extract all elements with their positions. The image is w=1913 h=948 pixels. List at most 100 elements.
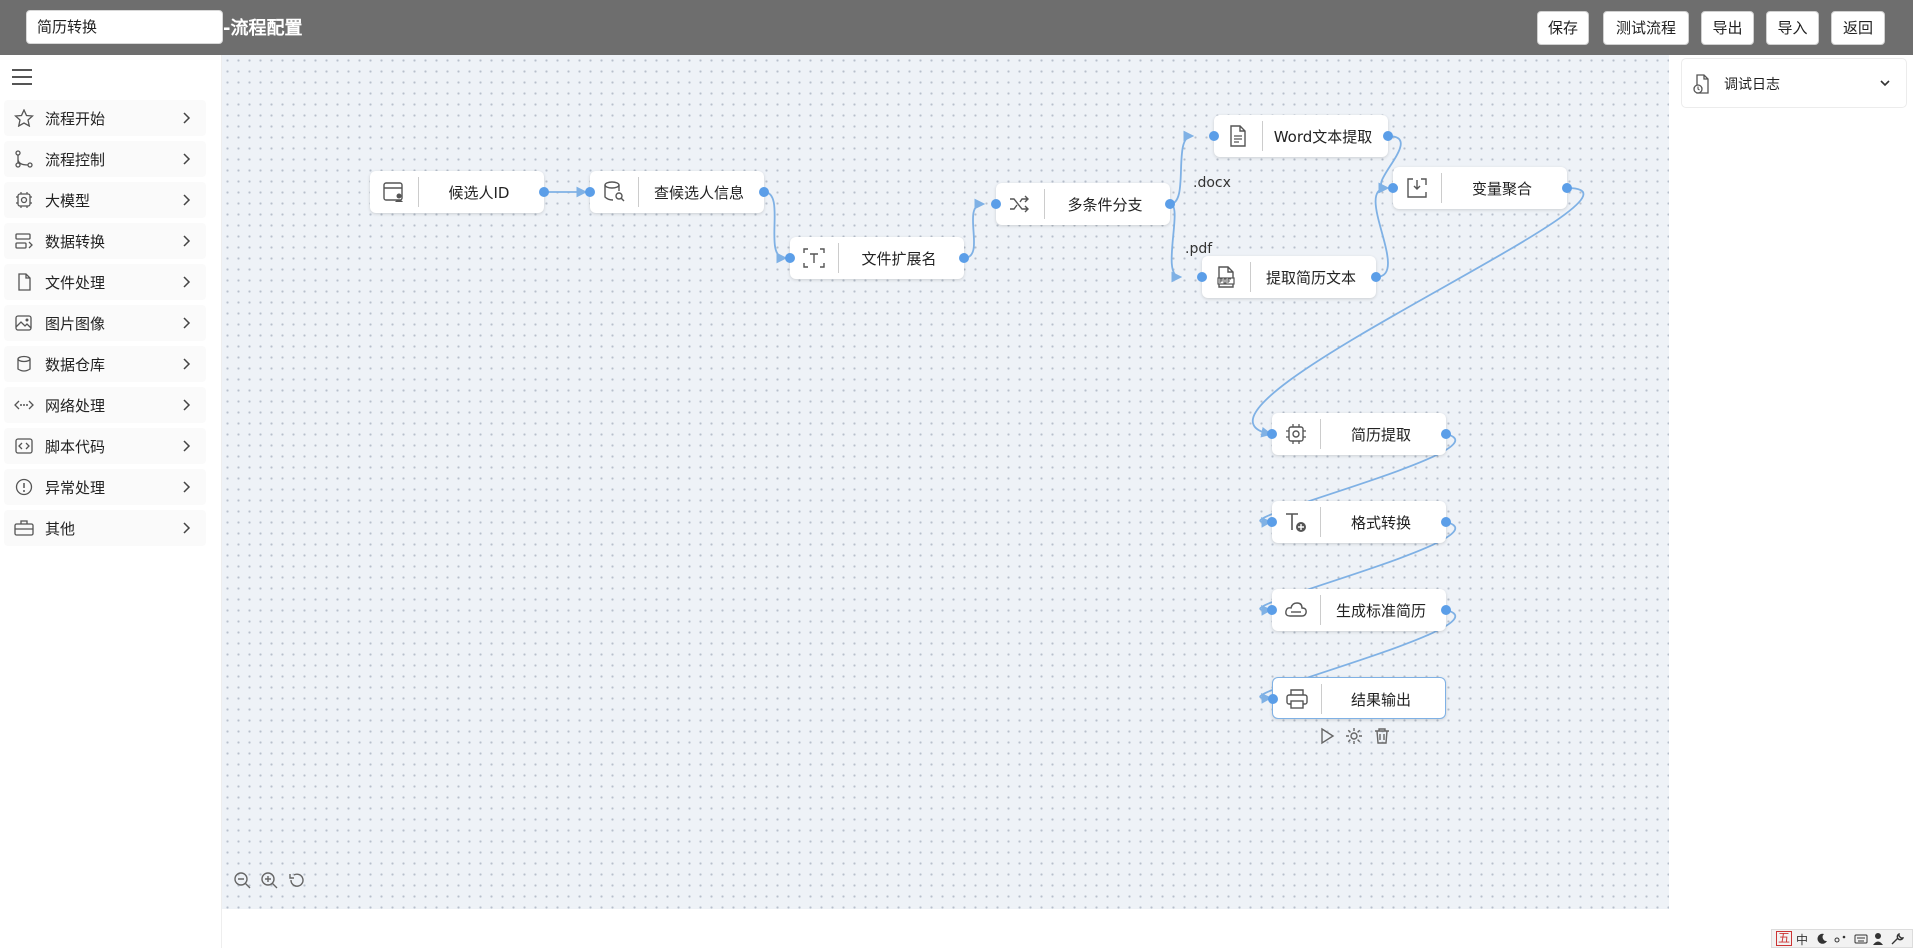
edge-query-to-ext (763, 191, 788, 264)
ime-five-stroke-icon[interactable]: 五 (1776, 931, 1793, 946)
punctuation-icon[interactable] (1834, 935, 1848, 943)
chevron-down-icon[interactable] (1878, 76, 1892, 90)
node-separator (838, 243, 839, 273)
input-port[interactable] (1268, 694, 1278, 704)
ime-chinese-mode-icon[interactable]: 中 (1796, 933, 1809, 947)
text-scan-icon (803, 248, 825, 268)
wrench-icon[interactable] (1890, 933, 1904, 945)
printer-icon (1286, 689, 1308, 709)
chevron-right-icon (183, 235, 191, 247)
node-candidate-id[interactable]: 候选人ID (370, 171, 549, 213)
input-port[interactable] (1267, 605, 1277, 615)
output-port[interactable] (539, 187, 549, 197)
chevron-right-icon (183, 194, 191, 206)
node-generate-resume[interactable]: 生成标准简历 (1267, 589, 1451, 631)
chevron-right-icon (183, 481, 191, 493)
node-separator (638, 177, 639, 207)
input-port[interactable] (1197, 272, 1207, 282)
file-icon (18, 273, 31, 291)
sidebar-item-images[interactable]: 图片图像 (4, 305, 206, 341)
node-resume-extract[interactable]: 简历提取 (1267, 413, 1451, 455)
node-palette-sidebar: 流程开始 流程控制 大模型 数据转换 文件处理 图片图像 数据仓库 网络处理 脚 (0, 55, 222, 948)
node-format-convert[interactable]: 格式转换 (1267, 501, 1451, 543)
zoom-in-icon[interactable] (260, 871, 280, 891)
system-tray: 五 中 (1771, 929, 1913, 948)
node-separator (1262, 121, 1263, 151)
output-port[interactable] (1441, 429, 1451, 439)
node-variable-merge[interactable]: 变量聚合 (1388, 167, 1572, 209)
node-separator (1320, 507, 1321, 537)
node-result-output[interactable]: 结果输出 (1268, 677, 1446, 719)
user-icon[interactable] (1872, 932, 1884, 946)
chevron-right-icon (183, 440, 191, 452)
sidebar-item-file-processing[interactable]: 文件处理 (4, 264, 206, 300)
sidebar-item-label: 网络处理 (45, 397, 106, 415)
sidebar-item-flow-control[interactable]: 流程控制 (4, 141, 206, 177)
sidebar-item-label: 脚本代码 (45, 438, 106, 456)
run-node-icon[interactable] (1318, 727, 1336, 745)
node-multi-branch[interactable]: 多条件分支 (991, 183, 1175, 225)
top-bar: 简历转换 -流程配置 保存 测试流程 导出 导入 返回 (0, 0, 1913, 55)
sidebar-item-other[interactable]: 其他 (4, 510, 206, 546)
output-port[interactable] (959, 253, 969, 263)
input-port[interactable] (585, 187, 595, 197)
input-port[interactable] (991, 199, 1001, 209)
output-port[interactable] (1165, 199, 1175, 209)
sidebar-item-script-code[interactable]: 脚本代码 (4, 428, 206, 464)
page-title-suffix: -流程配置 (223, 18, 303, 39)
node-file-extension[interactable]: 文件扩展名 (785, 237, 969, 279)
menu-icon[interactable] (12, 69, 32, 85)
merge-icon (1407, 178, 1427, 198)
keyboard-icon[interactable] (1854, 933, 1868, 945)
output-port[interactable] (1441, 517, 1451, 527)
debug-log-panel[interactable]: 调试日志 (1681, 58, 1907, 108)
image-icon (15, 315, 32, 331)
export-button[interactable]: 导出 (1701, 11, 1754, 45)
import-button[interactable]: 导入 (1766, 11, 1819, 45)
zoom-out-icon[interactable] (233, 871, 253, 891)
output-port[interactable] (1371, 272, 1381, 282)
output-port[interactable] (1562, 183, 1572, 193)
sidebar-item-label: 大模型 (45, 192, 91, 210)
node-label: 候选人ID (448, 184, 510, 202)
moon-icon[interactable] (1816, 933, 1828, 945)
back-button[interactable]: 返回 (1831, 11, 1885, 45)
input-port[interactable] (1388, 183, 1398, 193)
input-port[interactable] (785, 253, 795, 263)
delete-node-trash-icon[interactable] (1373, 727, 1391, 745)
sidebar-item-flow-start[interactable]: 流程开始 (4, 100, 206, 136)
sidebar-item-data-warehouse[interactable]: 数据仓库 (4, 346, 206, 382)
code-icon (15, 438, 33, 454)
sidebar-item-llm[interactable]: 大模型 (4, 182, 206, 218)
chevron-right-icon (183, 112, 191, 124)
sidebar-item-label: 其他 (45, 520, 76, 538)
sidebar-item-data-transform[interactable]: 数据转换 (4, 223, 206, 259)
test-flow-button[interactable]: 测试流程 (1603, 11, 1689, 45)
branch-icon (15, 150, 33, 168)
sidebar-item-label: 流程开始 (45, 110, 106, 128)
input-port[interactable] (1209, 131, 1219, 141)
node-word-extract[interactable]: Word文本提取 (1209, 115, 1393, 157)
chevron-right-icon (183, 399, 191, 411)
chevron-right-icon (183, 317, 191, 329)
reset-view-icon[interactable] (287, 871, 307, 891)
node-pdf-extract[interactable]: 提取简历文本 (1197, 256, 1381, 298)
flow-canvas[interactable]: .docx .pdf 候选人ID 查候选人信息 文件扩展名 多条件分支 Word… (222, 55, 1669, 909)
sidebar-item-network[interactable]: 网络处理 (4, 387, 206, 423)
edge-branch-to-word (1169, 130, 1195, 205)
flow-name-input[interactable]: 简历转换 (26, 10, 223, 44)
input-port[interactable] (1267, 517, 1277, 527)
user-card-icon (383, 182, 403, 202)
network-icon (14, 400, 34, 410)
output-port[interactable] (759, 187, 769, 197)
node-settings-gear-icon[interactable] (1345, 727, 1363, 745)
node-query-candidate[interactable]: 查候选人信息 (585, 171, 769, 213)
branch-label-pdf: .pdf (1185, 241, 1213, 257)
input-port[interactable] (1267, 429, 1277, 439)
node-separator (1320, 595, 1321, 625)
chevron-right-icon (183, 153, 191, 165)
output-port[interactable] (1441, 605, 1451, 615)
save-button[interactable]: 保存 (1537, 11, 1589, 45)
output-port[interactable] (1383, 131, 1393, 141)
sidebar-item-exception-handling[interactable]: 异常处理 (4, 469, 206, 505)
